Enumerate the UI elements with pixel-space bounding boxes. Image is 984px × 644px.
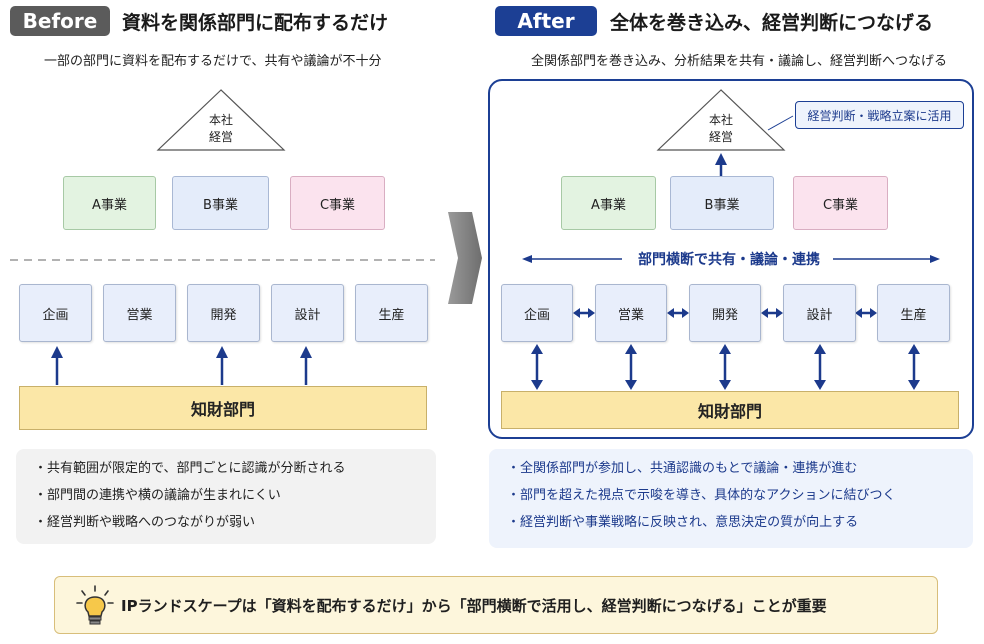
before-tag: Before	[10, 6, 110, 36]
after-ip-department: 知財部門	[501, 391, 959, 429]
after-subtitle: 全関係部門を巻き込み、分析結果を共有・議論し、経営判断へつなげる	[531, 54, 948, 69]
before-bullet-1: ・共有範囲が限定的で、部門ごとに認識が分断される	[34, 461, 346, 476]
before-heading: 資料を関係部門に配布するだけ	[122, 12, 389, 34]
before-dept-design: 設計	[271, 284, 344, 342]
conclusion-text: IPランドスケープは「資料を配布するだけ」から「部門横断で活用し、経営判断につな…	[121, 596, 827, 615]
after-business-c: C事業	[793, 176, 888, 230]
after-frame	[488, 79, 974, 439]
before-subtitle: 一部の部門に資料を配布するだけで、共有や議論が不十分	[44, 54, 382, 69]
before-ip-department: 知財部門	[19, 386, 427, 430]
after-business-b: B事業	[670, 176, 774, 230]
after-dept-production: 生産	[877, 284, 950, 342]
conclusion-banner: IPランドスケープは「資料を配布するだけ」から「部門横断で活用し、経営判断につな…	[54, 576, 938, 634]
after-bullet-1: ・全関係部門が参加し、共通認識のもとで議論・連携が進む	[507, 461, 858, 476]
after-bullet-3: ・経営判断や事業戦略に反映され、意思決定の質が向上する	[507, 515, 859, 530]
before-dept-development: 開発	[187, 284, 260, 342]
after-apex-line2: 経営	[708, 130, 733, 144]
after-bullet-2: ・部門を超えた視点で示唆を導き、具体的なアクションに結びつく	[507, 488, 896, 503]
after-heading: 全体を巻き込み、経営判断につなげる	[610, 12, 934, 34]
after-callout: 経営判断・戦略立案に活用	[795, 101, 964, 129]
after-apex-line1: 本社	[708, 113, 733, 127]
before-business-b: B事業	[172, 176, 269, 230]
after-bullet-list: ・全関係部門が参加し、共通認識のもとで議論・連携が進む ・部門を超えた視点で示唆…	[489, 449, 973, 548]
after-dept-design: 設計	[783, 284, 856, 342]
after-dept-planning: 企画	[501, 284, 573, 342]
before-dept-sales: 営業	[103, 284, 176, 342]
before-bullet-list: ・共有範囲が限定的で、部門ごとに認識が分断される ・部門間の連携や横の議論が生ま…	[16, 449, 436, 544]
after-cross-label: 部門横断で共有・議論・連携	[638, 252, 820, 268]
after-business-a: A事業	[561, 176, 656, 230]
before-dept-planning: 企画	[19, 284, 92, 342]
before-dept-production: 生産	[355, 284, 428, 342]
before-apex-line2: 経営	[208, 130, 233, 144]
before-business-c: C事業	[290, 176, 385, 230]
after-tag: After	[495, 6, 597, 36]
after-dept-sales: 営業	[595, 284, 667, 342]
before-apex-line1: 本社	[208, 113, 233, 127]
before-bullet-2: ・部門間の連携や横の議論が生まれにくい	[34, 488, 281, 503]
after-dept-development: 開発	[689, 284, 761, 342]
before-bullet-3: ・経営判断や戦略へのつながりが弱い	[34, 515, 256, 530]
lightbulb-icon	[55, 576, 115, 634]
before-business-a: A事業	[63, 176, 156, 230]
